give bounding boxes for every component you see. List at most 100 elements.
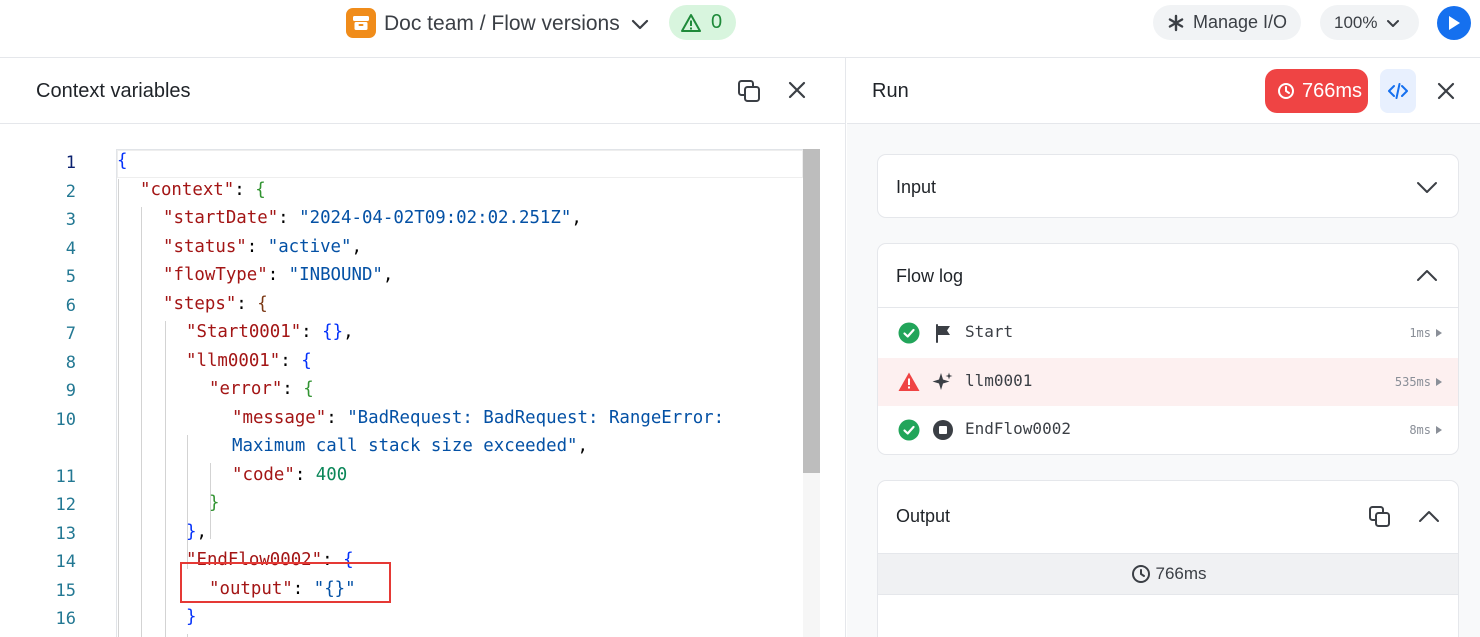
- section-title: Input: [896, 177, 937, 197]
- output-duration-bar: 766ms: [878, 553, 1458, 595]
- expand-arrow-icon[interactable]: [1436, 426, 1442, 434]
- indent-guide: [141, 207, 142, 637]
- panel-header: Context variables: [0, 58, 846, 124]
- manage-io-label: Manage I/O: [1193, 12, 1288, 32]
- run-button[interactable]: [1437, 6, 1471, 40]
- editor-frame: [116, 149, 820, 637]
- close-icon[interactable]: [1434, 79, 1458, 103]
- code-line: "llm0001": {: [186, 351, 312, 371]
- top-bar: Doc team / Flow versions 0 Manage I/O 10…: [0, 0, 1480, 58]
- code-line: "Start0001": {},: [186, 322, 354, 342]
- panel-title: Context variables: [36, 80, 191, 102]
- line-number: 5: [65, 267, 76, 287]
- code-line: {: [117, 151, 128, 171]
- line-number: 16: [55, 609, 76, 629]
- duration-badge: 766ms: [1265, 69, 1368, 113]
- section-title: Flow log: [896, 266, 964, 286]
- line-number: 6: [65, 296, 76, 316]
- step-time-value: 1ms: [1409, 326, 1431, 340]
- code-view-toggle[interactable]: [1380, 69, 1416, 113]
- code-line: "status": "active",: [163, 237, 362, 257]
- indent-guide: [187, 435, 188, 569]
- expand-arrow-icon[interactable]: [1436, 378, 1442, 386]
- step-name: Start: [965, 322, 1014, 341]
- breadcrumb[interactable]: Doc team / Flow versions: [384, 12, 620, 35]
- flow-log-item[interactable]: Start 1ms: [878, 309, 1458, 357]
- current-line-highlight: [117, 150, 803, 178]
- error-warning-icon: [898, 372, 920, 391]
- flow-log-item[interactable]: llm0001 535ms: [878, 358, 1458, 406]
- success-check-icon: [898, 322, 920, 344]
- success-check-icon: [898, 419, 920, 441]
- step-time: 535ms: [1395, 375, 1442, 389]
- annotation-highlight: [180, 562, 391, 603]
- archive-icon[interactable]: [346, 8, 376, 38]
- code-icon: [1388, 83, 1408, 99]
- duration-value: 766ms: [1302, 79, 1363, 102]
- play-icon: [1449, 16, 1460, 30]
- code-line: Maximum call stack size exceeded",: [232, 436, 588, 456]
- line-number: 14: [55, 552, 76, 572]
- run-panel-header: Run 766ms: [847, 58, 1480, 124]
- indent-guide: [118, 179, 119, 637]
- sparkle-icon: [932, 372, 953, 390]
- line-number: 12: [55, 495, 76, 515]
- warnings-badge[interactable]: 0: [669, 5, 736, 40]
- zoom-level: 100%: [1334, 12, 1378, 32]
- flow-log-section: Flow log Start 1ms llm0001 535ms EndFlow…: [877, 243, 1459, 455]
- copy-icon[interactable]: [736, 78, 762, 104]
- context-variables-panel: Context variables 1 2 3 4 5 6 7 8 9 10 1…: [0, 58, 846, 637]
- input-section[interactable]: Input: [877, 154, 1459, 218]
- run-panel: Run 766ms Input Flow log Start 1ms llm00: [847, 58, 1480, 637]
- code-line: "flowType": "INBOUND",: [163, 265, 394, 285]
- output-duration: 766ms: [1155, 564, 1207, 583]
- code-line: "EndFlow0002": {: [186, 550, 354, 570]
- scrollbar-thumb[interactable]: [803, 149, 820, 473]
- indent-guide: [187, 634, 188, 637]
- chevron-up-icon[interactable]: [1414, 263, 1440, 289]
- asterisk-icon: [1168, 14, 1184, 31]
- step-time: 8ms: [1409, 423, 1442, 437]
- line-number: 2: [65, 182, 76, 202]
- timer-icon: [1278, 83, 1294, 99]
- close-icon[interactable]: [785, 78, 809, 102]
- code-line: }: [186, 607, 197, 627]
- line-number: 4: [65, 239, 76, 259]
- code-line: }: [209, 493, 220, 513]
- copy-icon[interactable]: [1367, 504, 1393, 530]
- timer-icon: [1132, 565, 1151, 583]
- flow-log-item[interactable]: EndFlow0002 8ms: [878, 406, 1458, 454]
- warning-count: 0: [711, 11, 723, 33]
- line-number: 9: [65, 381, 76, 401]
- flow-log-header[interactable]: Flow log: [878, 244, 1458, 308]
- expand-arrow-icon[interactable]: [1436, 329, 1442, 337]
- section-title: Output: [896, 506, 951, 526]
- indent-guide: [210, 463, 211, 539]
- line-number: 13: [55, 524, 76, 544]
- line-number: 11: [55, 467, 76, 487]
- warning-icon: [681, 13, 701, 32]
- chevron-down-icon[interactable]: [628, 12, 652, 36]
- line-number: 1: [65, 153, 76, 173]
- step-time: 1ms: [1409, 326, 1442, 340]
- step-name: EndFlow0002: [965, 419, 1071, 438]
- step-name: llm0001: [965, 371, 1033, 390]
- line-number: 10: [55, 410, 76, 430]
- chevron-down-icon[interactable]: [1414, 174, 1440, 200]
- zoom-select[interactable]: 100%: [1320, 5, 1419, 40]
- stop-icon: [933, 420, 953, 440]
- code-line: "error": {: [209, 379, 314, 399]
- run-title: Run: [872, 80, 909, 102]
- line-number: 3: [65, 210, 76, 230]
- line-number: 8: [65, 353, 76, 373]
- code-line: "message": "BadRequest: BadRequest: Rang…: [232, 408, 725, 428]
- code-line: "code": 400: [232, 465, 348, 485]
- output-section: Output 766ms: [877, 480, 1459, 637]
- manage-io-button[interactable]: Manage I/O: [1153, 5, 1301, 40]
- code-line: "context": {: [140, 180, 266, 200]
- step-time-value: 8ms: [1409, 423, 1431, 437]
- code-line: "steps": {: [163, 294, 268, 314]
- step-time-value: 535ms: [1394, 375, 1431, 389]
- chevron-up-icon[interactable]: [1416, 504, 1442, 530]
- code-editor[interactable]: 1 2 3 4 5 6 7 8 9 10 11 12 13 14 15 16 {…: [0, 125, 846, 637]
